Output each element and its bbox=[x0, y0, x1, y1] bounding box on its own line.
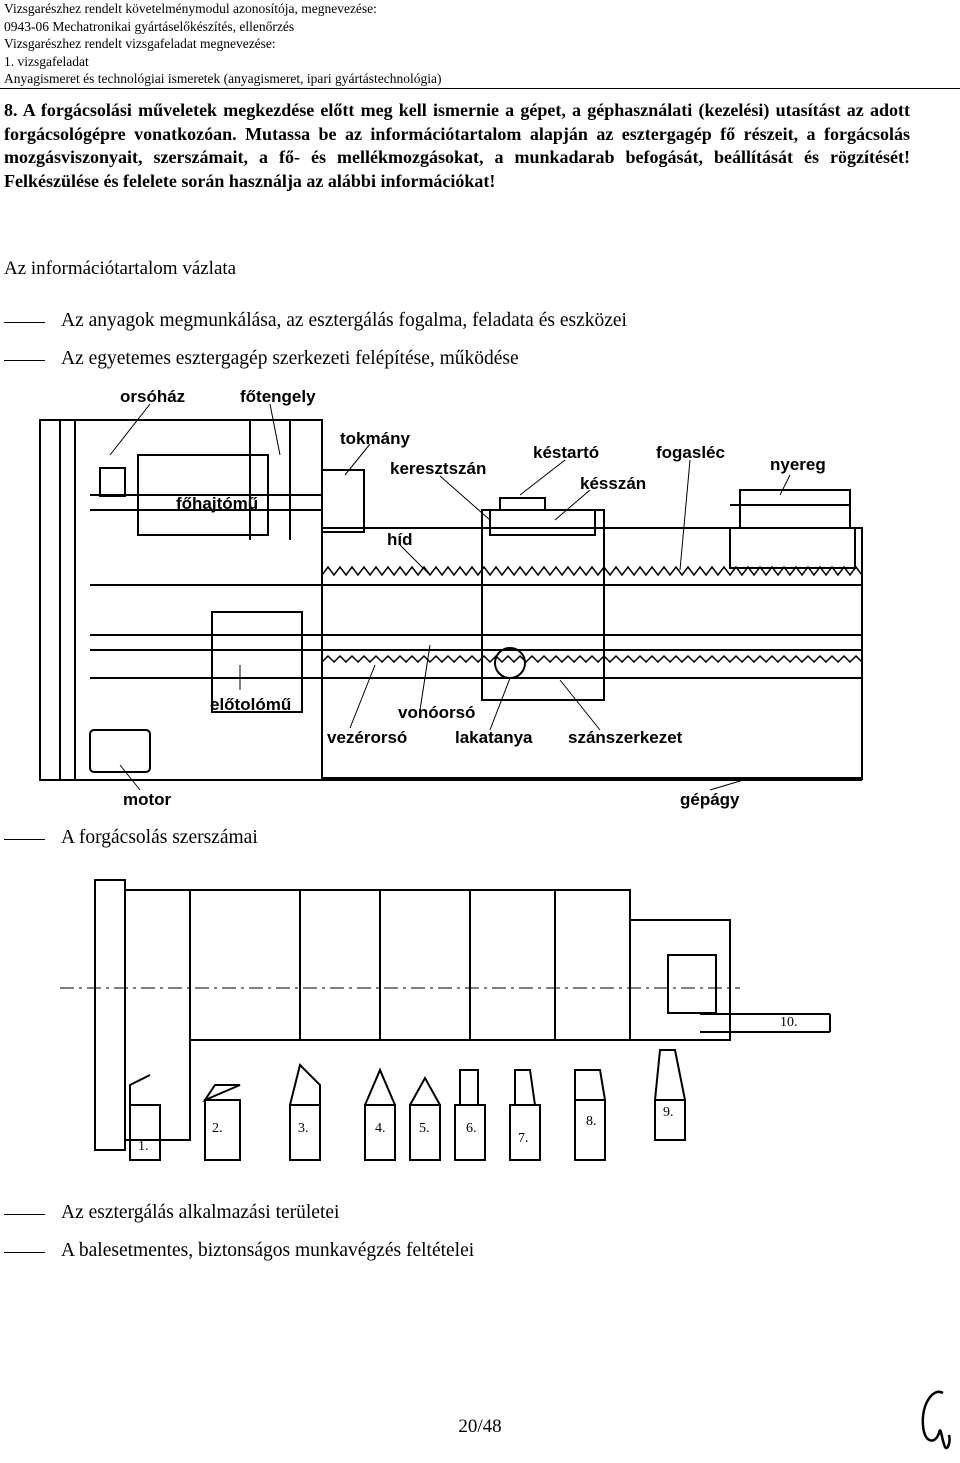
label-gepagy: gépágy bbox=[680, 790, 740, 809]
lathe-diagram: orsóház főtengely tokmány késtartó fogas… bbox=[39, 387, 863, 809]
rack-teeth bbox=[321, 565, 863, 577]
bullet-text: A forgácsolás szerszámai bbox=[61, 827, 258, 848]
label-elotolomu: előtolómű bbox=[210, 695, 291, 714]
label-orsohaz: orsóház bbox=[120, 387, 185, 406]
label-motor: motor bbox=[123, 790, 172, 809]
label-kesszan: késszán bbox=[580, 474, 646, 493]
tool-label-2: 2. bbox=[212, 1121, 223, 1136]
label-kestarto: késtartó bbox=[533, 443, 599, 462]
leadscrew-thread bbox=[321, 654, 863, 664]
header-line: 0943-06 Mechatronikai gyártáselőkészítés… bbox=[4, 18, 295, 34]
bullet-text: Az esztergálás alkalmazási területei bbox=[61, 1202, 340, 1223]
header-line: 1. vizsgafeladat bbox=[4, 53, 89, 69]
signature-mark bbox=[921, 1390, 951, 1450]
label-keresztszan: keresztszán bbox=[390, 459, 486, 478]
label-lakatanya: lakatanya bbox=[455, 728, 533, 747]
label-fohajtomu: főhajtómű bbox=[176, 494, 258, 513]
tool-label-1: 1. bbox=[138, 1139, 149, 1154]
task-statement: 8. A forgácsolási műveletek megkezdése e… bbox=[4, 100, 910, 191]
label-fotengely: főtengely bbox=[240, 387, 316, 406]
tool-label-9: 9. bbox=[663, 1105, 674, 1120]
label-fogaslec: fogasléc bbox=[656, 443, 725, 462]
tool-label-5: 5. bbox=[419, 1121, 430, 1136]
bullet-text: Az egyetemes esztergagép szerkezeti felé… bbox=[61, 348, 519, 369]
motor-box bbox=[89, 729, 151, 773]
page-number: 20/48 bbox=[458, 1416, 502, 1437]
bullet-text: Az anyagok megmunkálása, az esztergálás … bbox=[61, 310, 627, 331]
carriage bbox=[481, 509, 605, 701]
tool-label-4: 4. bbox=[375, 1121, 386, 1136]
label-tokmany: tokmány bbox=[340, 429, 410, 448]
bullet-dash bbox=[4, 839, 45, 840]
tool-label-6: 6. bbox=[466, 1121, 477, 1136]
header-line: Vizsgarészhez rendelt vizsgafeladat megn… bbox=[4, 36, 276, 51]
tailstock bbox=[739, 489, 851, 529]
bullet-dash bbox=[4, 360, 45, 361]
bullet-dash bbox=[4, 322, 45, 323]
feed-box bbox=[211, 611, 303, 713]
tool-label-3: 3. bbox=[298, 1121, 309, 1136]
label-nyereg: nyereg bbox=[770, 455, 826, 474]
label-szanszerkezet: szánszerkezet bbox=[568, 728, 683, 747]
tools-diagram: 1. 2. 3. 4. 5. 6. 7. 8. 9. 10. bbox=[60, 879, 831, 1161]
workpiece bbox=[189, 889, 631, 1041]
label-vezerorso: vezérorsó bbox=[327, 728, 407, 747]
bullet-text: A balesetmentes, biztonságos munkavégzés… bbox=[61, 1240, 475, 1261]
bullet-dash bbox=[4, 1214, 45, 1215]
outline-title: Az információtartalom vázlata bbox=[4, 258, 237, 279]
chuck-shape bbox=[94, 879, 126, 1151]
label-vonoorso: vonóorsó bbox=[398, 703, 475, 722]
label-hid: híd bbox=[387, 530, 413, 549]
header-divider bbox=[0, 88, 960, 89]
tool-label-7: 7. bbox=[518, 1131, 529, 1146]
tool-shapes bbox=[129, 1049, 686, 1161]
header-line: Vizsgarészhez rendelt követelménymodul a… bbox=[4, 1, 377, 16]
tool-label-10: 10. bbox=[780, 1015, 798, 1030]
headstock-box bbox=[39, 419, 323, 781]
tool-label-8: 8. bbox=[586, 1114, 597, 1129]
bullet-dash bbox=[4, 1252, 45, 1253]
document-header: Vizsgarészhez rendelt követelménymodul a… bbox=[4, 0, 441, 88]
header-line: Anyagismeret és technológiai ismeretek (… bbox=[4, 71, 442, 86]
